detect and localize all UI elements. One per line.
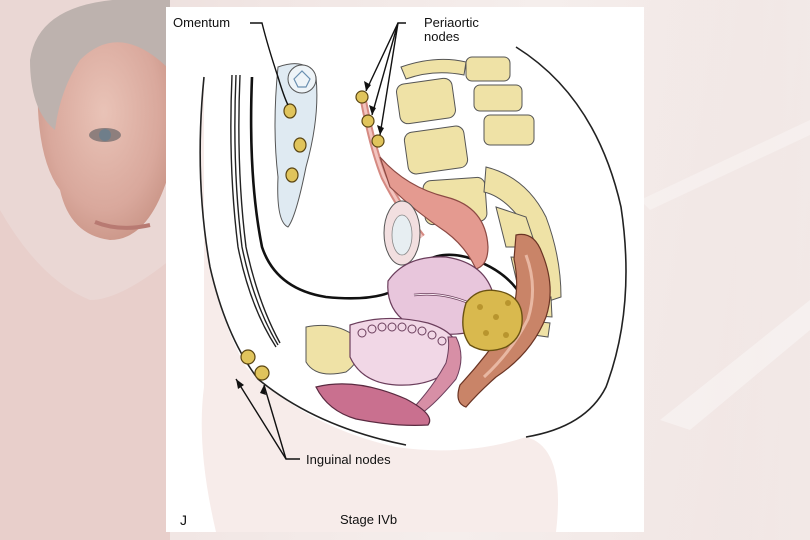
inguinal-node — [241, 350, 255, 364]
perineum — [316, 384, 430, 426]
anatomy-figure-panel: Omentum Periaortic nodes Inguinal nodes … — [166, 7, 644, 532]
tumor-mass — [463, 290, 522, 350]
panel-letter: J — [180, 513, 187, 527]
omentum-label: Omentum — [173, 16, 230, 30]
periaortic-node — [356, 91, 368, 103]
periaortic-nodes-label: Periaortic nodes — [424, 16, 479, 44]
omentum-node — [284, 104, 296, 118]
inguinal-node — [255, 366, 269, 380]
pelvic-cross-section-diagram — [166, 7, 644, 532]
periaortic-leader — [366, 23, 406, 91]
omentum-node — [294, 138, 306, 152]
omentum-leader — [250, 23, 288, 105]
figure-caption: Stage IVb — [340, 513, 397, 527]
periaortic-node — [372, 135, 384, 147]
omentum-node — [286, 168, 298, 182]
inguinal-nodes-label: Inguinal nodes — [306, 453, 391, 467]
periaortic-node — [362, 115, 374, 127]
